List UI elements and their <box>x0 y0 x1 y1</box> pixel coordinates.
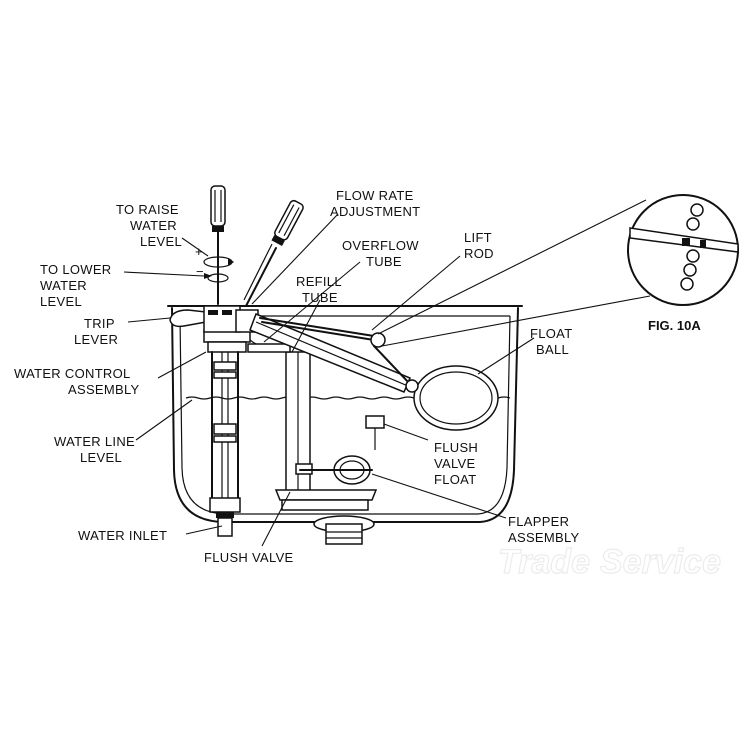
label-fvf-3: FLOAT <box>434 472 476 487</box>
label-lower-3: LEVEL <box>40 294 82 309</box>
watermark-left: Trade <box>498 543 590 581</box>
water-control-assembly <box>203 329 251 537</box>
adjustment-signs: + − <box>195 244 204 279</box>
label-float-2: BALL <box>536 342 569 357</box>
label-flow-2: ADJUSTMENT <box>330 204 420 219</box>
label-water-inlet: WATER INLET <box>78 528 167 543</box>
figure-label: FIG. 10A <box>648 318 701 333</box>
label-raise-2: WATER <box>130 218 177 233</box>
label-flush-valve: FLUSH VALVE <box>204 550 294 565</box>
label-lift-1: LIFT <box>464 230 492 245</box>
label-flow-1: FLOW RATE <box>336 188 414 203</box>
label-wca-2: ASSEMBLY <box>68 382 140 397</box>
plus-sign: + <box>195 244 203 259</box>
label-raise-3: LEVEL <box>140 234 182 249</box>
label-waterline-2: LEVEL <box>80 450 122 465</box>
minus-sign: − <box>196 264 204 279</box>
overflow-tube <box>247 339 311 505</box>
labels: TO RAISE WATER LEVEL TO LOWER WATER LEVE… <box>14 188 701 565</box>
leader-lines <box>123 213 535 547</box>
flapper-assembly <box>274 455 378 511</box>
label-raise-1: TO RAISE <box>116 202 179 217</box>
label-overflow-1: OVERFLOW <box>342 238 419 253</box>
label-flapper-1: FLAPPER <box>508 514 569 529</box>
float-arm <box>249 313 411 393</box>
label-wca-1: WATER CONTROL <box>14 366 131 381</box>
watermark: Trade Service <box>497 542 721 581</box>
label-float-1: FLOAT <box>530 326 572 341</box>
flush-valve-float <box>365 415 385 450</box>
label-trip-1: TRIP <box>84 316 115 331</box>
label-refill-1: REFILL <box>296 274 342 289</box>
screwdriver-angled <box>243 199 304 307</box>
label-fvf-2: VALVE <box>434 456 476 471</box>
screwdriver-vertical <box>203 185 234 305</box>
label-flapper-2: ASSEMBLY <box>508 530 580 545</box>
label-refill-2: TUBE <box>302 290 338 305</box>
label-fvf-1: FLUSH <box>434 440 478 455</box>
label-waterline-1: WATER LINE <box>54 434 135 449</box>
float-ball <box>405 365 499 431</box>
label-overflow-2: TUBE <box>366 254 402 269</box>
label-lift-2: ROD <box>464 246 494 261</box>
trip-lever <box>169 305 259 333</box>
flush-valve-body <box>313 515 375 545</box>
magnified-inset <box>377 194 739 347</box>
watermark-right: Service <box>600 543 721 581</box>
label-lower-2: WATER <box>40 278 87 293</box>
label-lower-1: TO LOWER <box>40 262 112 277</box>
label-trip-2: LEVER <box>74 332 118 347</box>
